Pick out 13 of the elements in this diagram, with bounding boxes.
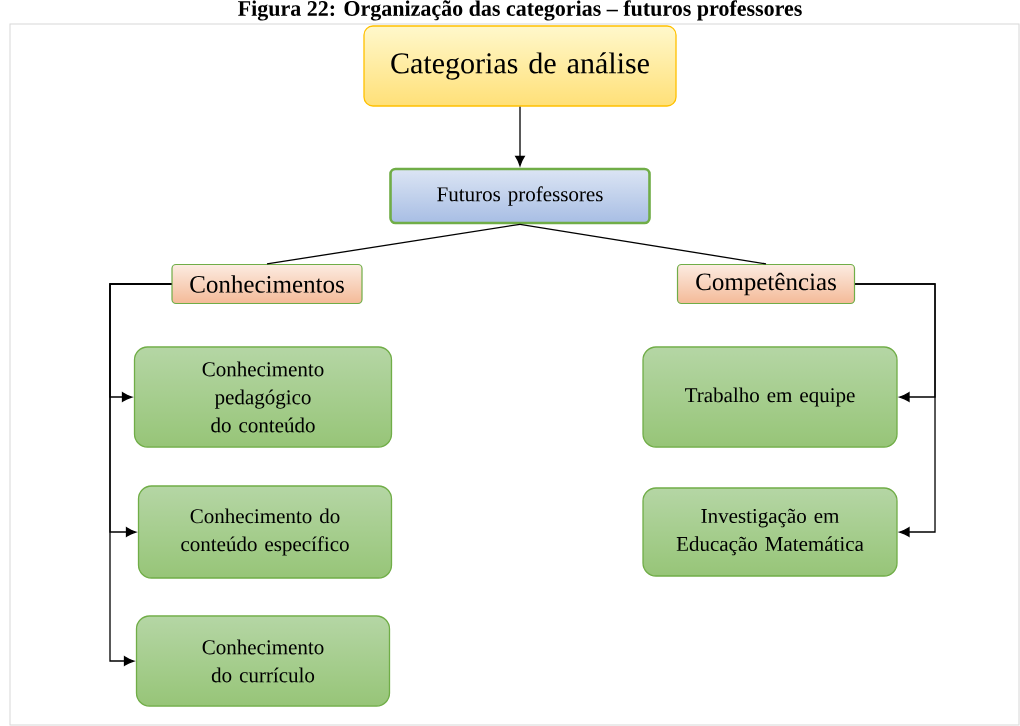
- category-box: Categorias de análise: [363, 25, 677, 107]
- group-box: Futuros professores: [389, 167, 651, 225]
- branch-box: Conhecimentos: [171, 263, 363, 305]
- arrow: [109, 283, 173, 666]
- item-box: Investigação em Educação Matemática: [642, 487, 898, 577]
- arrow: [854, 283, 936, 537]
- item-box: Trabalho em equipe: [642, 346, 898, 448]
- branch-box: Competências: [676, 263, 856, 305]
- arrow: [515, 106, 525, 167]
- item-box: Conhecimento pedagógico do conteúdo: [133, 346, 393, 448]
- item-box: Conhecimento do currículo: [135, 615, 391, 707]
- figure-title: Figura 22: Organização das categorias – futuros professores: [238, 0, 802, 21]
- item-box: Conhecimento do conteúdo específico: [137, 485, 393, 579]
